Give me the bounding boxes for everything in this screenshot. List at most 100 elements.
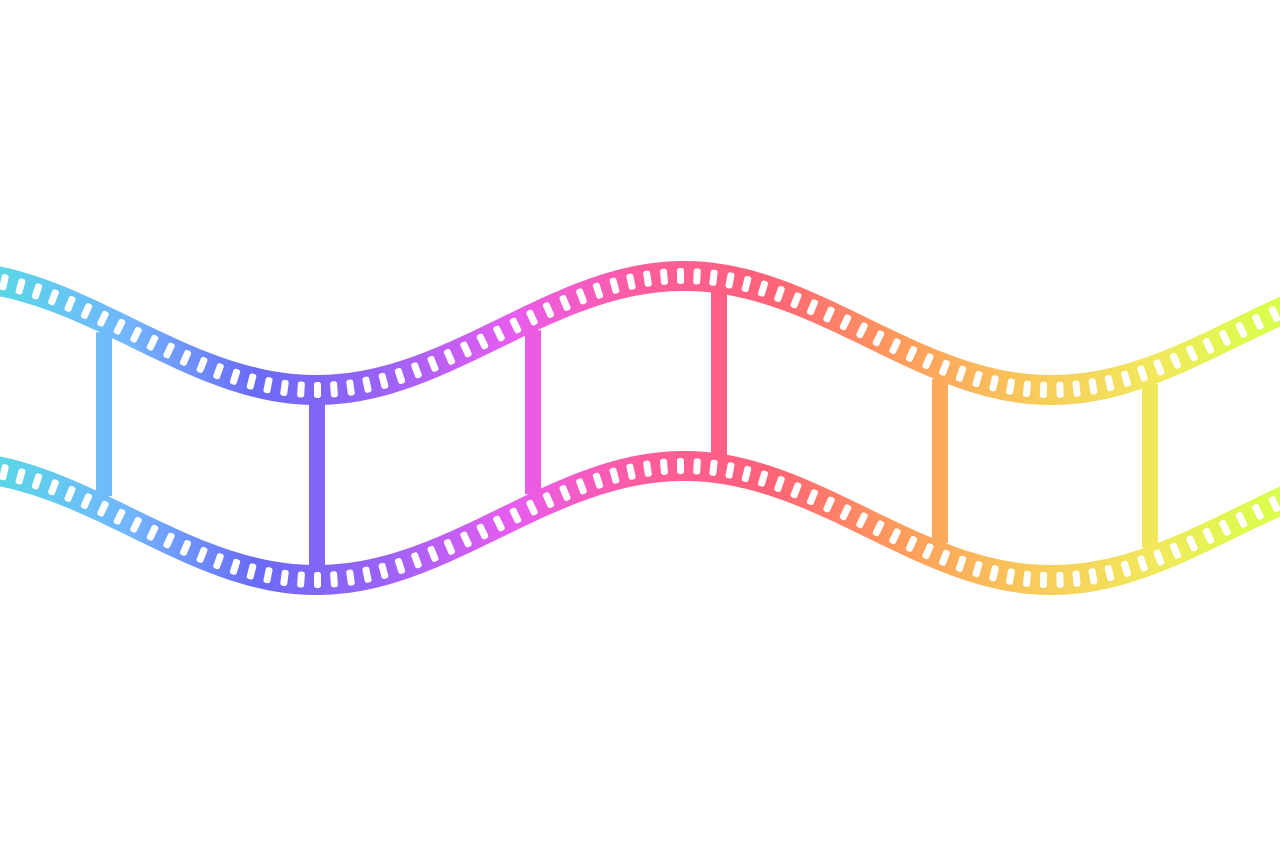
perforation-hole bbox=[1137, 365, 1148, 382]
perforation-hole bbox=[443, 538, 456, 555]
perforation-hole bbox=[130, 326, 142, 343]
perforation-hole bbox=[509, 507, 522, 524]
perforation-hole bbox=[1219, 520, 1231, 536]
perforation-hole bbox=[1072, 380, 1081, 397]
perforation-hole bbox=[196, 546, 208, 563]
perforation-hole bbox=[806, 299, 819, 316]
perforation-hole bbox=[972, 370, 983, 388]
perforation-hole bbox=[509, 317, 522, 334]
perforation-hole bbox=[330, 381, 338, 398]
perforation-hole bbox=[362, 376, 372, 393]
perforation-hole bbox=[790, 292, 802, 309]
perforation-hole bbox=[263, 377, 273, 394]
perforation-hole bbox=[460, 341, 472, 358]
perforation-hole bbox=[31, 283, 43, 300]
perforation-hole bbox=[839, 314, 852, 331]
perforation-hole bbox=[427, 545, 439, 562]
perforation-hole bbox=[856, 322, 868, 339]
perforation-hole bbox=[1104, 565, 1115, 582]
perforation-hole bbox=[64, 485, 76, 502]
perforation-hole bbox=[526, 499, 538, 516]
perforation-hole bbox=[80, 303, 93, 320]
perforation-hole bbox=[1072, 570, 1081, 587]
perforation-hole bbox=[757, 470, 769, 487]
perforation-hole bbox=[660, 458, 668, 475]
frame-divider bbox=[711, 291, 727, 456]
perforation-hole bbox=[725, 272, 735, 289]
perforation-hole bbox=[1186, 535, 1198, 552]
perforation-hole bbox=[839, 504, 852, 521]
perforation-hole bbox=[229, 558, 241, 575]
perforation-hole bbox=[1202, 337, 1215, 354]
perforation-hole bbox=[0, 464, 9, 481]
perforation-hole bbox=[905, 535, 918, 552]
perforation-hole bbox=[113, 318, 126, 335]
perforation-hole bbox=[64, 295, 76, 312]
perforation-hole bbox=[280, 379, 289, 396]
perforation-hole bbox=[592, 472, 604, 489]
perforation-hole bbox=[872, 330, 885, 347]
perforation-hole bbox=[263, 567, 273, 584]
perforation-hole bbox=[15, 278, 26, 295]
perforation-hole bbox=[1169, 352, 1182, 369]
perforation-hole bbox=[1153, 549, 1165, 566]
perforation-hole bbox=[1088, 378, 1098, 395]
perforation-hole bbox=[411, 362, 422, 379]
perforation-hole bbox=[939, 549, 950, 566]
perforation-hole bbox=[179, 349, 192, 366]
perforation-hole bbox=[889, 338, 901, 355]
perforation-hole bbox=[576, 288, 587, 305]
perforation-hole bbox=[609, 277, 620, 294]
perforation-hole bbox=[1006, 568, 1015, 585]
perforation-hole bbox=[526, 309, 538, 326]
perforation-hole bbox=[346, 379, 355, 396]
perforation-hole bbox=[676, 457, 685, 475]
perforation-hole bbox=[939, 359, 950, 376]
perforation-hole bbox=[130, 516, 142, 533]
film-bottom-rail bbox=[0, 451, 1280, 595]
perforation-hole bbox=[1104, 375, 1115, 392]
perforation-hole bbox=[80, 493, 93, 510]
perforation-hole bbox=[213, 363, 224, 380]
perforation-hole bbox=[989, 375, 999, 392]
perforation-hole bbox=[872, 520, 885, 537]
frame-divider bbox=[932, 379, 948, 544]
perforation-hole bbox=[741, 465, 752, 483]
perforation-hole bbox=[823, 496, 835, 513]
perforation-hole bbox=[163, 342, 175, 359]
perforation-hole bbox=[757, 280, 769, 297]
film-strip bbox=[0, 261, 1280, 595]
perforation-hole bbox=[346, 569, 355, 586]
perforation-hole bbox=[1268, 306, 1280, 323]
perforation-hole bbox=[955, 365, 967, 382]
perforation-hole bbox=[542, 302, 555, 319]
perforation-hole bbox=[1137, 555, 1148, 572]
perforation-hole bbox=[146, 524, 159, 541]
perforation-hole bbox=[922, 353, 934, 370]
perforation-hole bbox=[1252, 314, 1264, 330]
perforation-hole bbox=[989, 565, 999, 582]
perforation-hole bbox=[774, 285, 785, 303]
perforation-hole bbox=[676, 267, 685, 285]
perforation-hole bbox=[48, 479, 59, 496]
perforation-hole bbox=[297, 381, 305, 398]
perforation-hole bbox=[411, 552, 422, 569]
perforation-hole bbox=[693, 268, 701, 285]
perforation-hole bbox=[280, 569, 289, 586]
perforation-hole bbox=[709, 459, 718, 476]
frame-divider bbox=[96, 332, 112, 497]
perforation-hole bbox=[1006, 378, 1015, 395]
perforation-hole bbox=[394, 557, 406, 575]
perforation-hole bbox=[146, 334, 159, 351]
perforation-hole bbox=[1235, 512, 1248, 528]
perforation-hole bbox=[972, 560, 983, 578]
perforation-hole bbox=[1219, 330, 1231, 346]
perforation-hole bbox=[476, 333, 489, 350]
perforation-hole bbox=[297, 571, 305, 588]
frame-divider bbox=[525, 330, 541, 495]
perforation-hole bbox=[493, 325, 505, 342]
perforation-hole bbox=[196, 356, 208, 373]
perforation-hole bbox=[476, 523, 489, 540]
